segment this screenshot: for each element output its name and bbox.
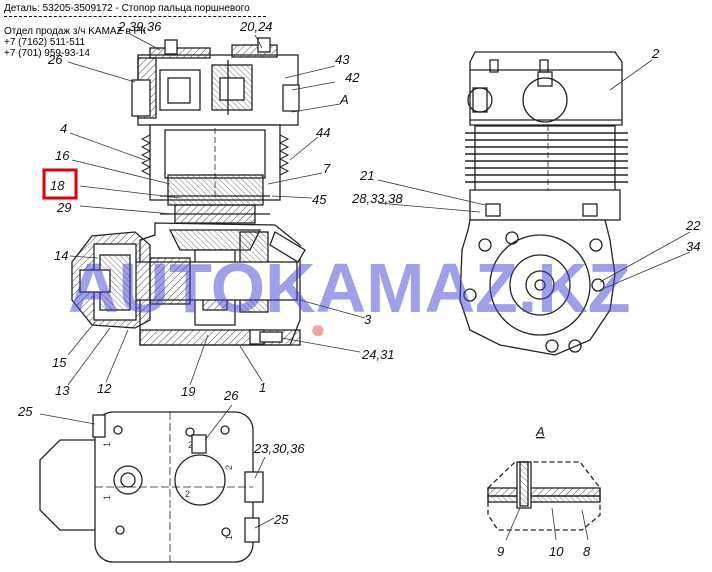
callout-25-bottom: 25 xyxy=(273,512,289,527)
stamped-marks: 1 2 2 1 1 2 xyxy=(102,440,234,540)
top-view xyxy=(39,411,264,563)
callout-44: 44 xyxy=(316,125,330,140)
stamp-1: 1 xyxy=(102,442,112,447)
stamp-1c: 1 xyxy=(224,535,234,540)
callout-22: 22 xyxy=(685,218,701,233)
callout-8: 8 xyxy=(583,544,591,559)
callout-15: 15 xyxy=(52,355,67,370)
callout-4: 4 xyxy=(60,121,67,136)
callout-34: 34 xyxy=(686,239,700,254)
callout-42: 42 xyxy=(345,70,360,85)
callout-2: 2 xyxy=(651,46,660,61)
sales-dept: Отдел продаж з/ч KAMAZ в РК xyxy=(4,26,147,37)
callout-18: 18 xyxy=(50,178,65,193)
callout-16: 16 xyxy=(55,148,70,163)
watermark-text: AUTOKAMAZ.KZ xyxy=(68,249,631,327)
watermark-accent: ● xyxy=(310,314,326,344)
callout-labels: 2,39,36 20,24 26 43 42 A 4 44 16 7 18 45… xyxy=(17,19,701,559)
callout-9: 9 xyxy=(497,544,504,559)
stamp-2b: 2 xyxy=(224,465,234,470)
stamp-2c: 2 xyxy=(188,440,193,450)
phone-2: +7 (701) 959-93-14 xyxy=(4,48,90,59)
callout-7: 7 xyxy=(323,161,331,176)
callout-A: A xyxy=(339,92,349,107)
callout-20-24: 20,24 xyxy=(239,19,273,34)
callout-26-top: 26 xyxy=(47,52,63,67)
callout-21: 21 xyxy=(359,168,374,183)
callout-2-39-36: 2,39,36 xyxy=(117,19,162,34)
leader-lines xyxy=(39,33,691,541)
callout-19: 19 xyxy=(181,384,195,399)
section-a-detail xyxy=(487,461,601,531)
callout-24-31: 24,31 xyxy=(361,347,395,362)
stamp-2: 2 xyxy=(185,489,190,499)
side-view xyxy=(459,51,628,356)
callout-29: 29 xyxy=(56,200,71,215)
callout-12: 12 xyxy=(97,381,112,396)
callout-43: 43 xyxy=(335,52,350,67)
callout-23-30-36: 23,30,36 xyxy=(253,441,305,456)
sectional-view xyxy=(71,37,306,346)
phone-1: +7 (7162) 511-511 xyxy=(4,37,86,48)
callout-45: 45 xyxy=(312,192,327,207)
callout-3: 3 xyxy=(364,312,372,327)
callout-26-bottom: 26 xyxy=(223,388,239,403)
highlight-box-18 xyxy=(42,168,78,200)
callout-1: 1 xyxy=(259,380,266,395)
callout-25-top: 25 xyxy=(17,404,33,419)
section-A-title: A xyxy=(535,424,545,439)
stamp-1b: 1 xyxy=(102,495,112,500)
callout-28-33-38: 28,33,38 xyxy=(351,191,403,206)
header-divider xyxy=(4,16,266,17)
callout-13: 13 xyxy=(55,383,70,398)
callout-14: 14 xyxy=(54,248,68,263)
detail-title: Деталь: 53205-3509172 - Стопор пальца по… xyxy=(4,3,250,14)
callout-10: 10 xyxy=(549,544,564,559)
